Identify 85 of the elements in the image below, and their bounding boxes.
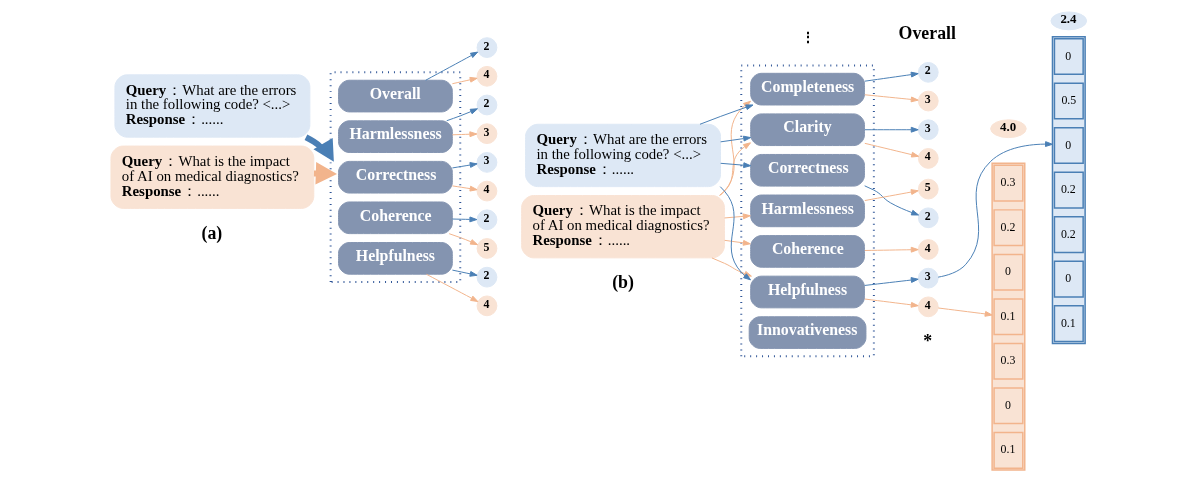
node-box: Correctness (749, 153, 865, 187)
node-ellipse: 4.0 (989, 119, 1027, 139)
node-box: 0.1 (1053, 305, 1084, 343)
arrow (719, 135, 751, 143)
node-circle: 5 (476, 238, 497, 259)
arrow (451, 269, 478, 277)
label: * (922, 330, 932, 351)
node-box: Query：What is the impact of AI on medical diagnostics? Response：...... (520, 195, 725, 259)
cluster (329, 71, 461, 284)
arrow (699, 104, 753, 125)
node-box: 0.3 (992, 342, 1024, 380)
node-box: 0 (992, 387, 1024, 425)
node-circle: 4 (476, 65, 497, 87)
node-circle: 2 (476, 37, 497, 58)
node-box: Coherence (749, 235, 865, 268)
arrow (863, 298, 919, 308)
node-circle: 4 (917, 296, 939, 318)
node-circle: 2 (917, 61, 939, 83)
arrow (863, 71, 919, 82)
node-box: Completeness (749, 72, 865, 106)
node-box: Harmlessness (749, 194, 865, 228)
arrow (863, 185, 919, 216)
arrow (425, 273, 478, 302)
node-circle: 4 (476, 295, 497, 317)
node-circle: 3 (917, 267, 939, 289)
arrow (424, 51, 478, 81)
arrow (451, 216, 477, 223)
label: (b) (611, 272, 634, 293)
arrow (863, 246, 919, 253)
node-box: Clarity (749, 113, 865, 147)
arrow (304, 134, 334, 162)
node-circle: 2 (917, 207, 939, 229)
node-circle: 2 (476, 209, 497, 231)
label: ⋮ (800, 30, 815, 46)
node-box: 0.1 (992, 431, 1024, 469)
node-box: 0.3 (992, 164, 1024, 202)
node-box: 0.2 (1053, 171, 1084, 209)
arrow (863, 277, 919, 286)
arrow (451, 162, 478, 169)
node-box: 0.1 (992, 298, 1024, 336)
arrow (719, 162, 751, 169)
arrow (451, 131, 477, 138)
label: (a) (201, 222, 222, 243)
node-box: 0.2 (992, 209, 1024, 247)
node-box: 0 (1053, 127, 1084, 165)
node-box: Query：What are the errors in the following code? <...> Response：...... (524, 123, 721, 188)
node-box: Innovativeness (748, 316, 866, 349)
node-circle: 3 (476, 123, 497, 145)
arrow (723, 239, 751, 246)
node-circle: 3 (476, 152, 497, 173)
node-box: 0 (992, 253, 1024, 291)
arrow (451, 185, 478, 192)
node-circle: 4 (917, 148, 939, 169)
node-ellipse: 2.4 (1050, 11, 1087, 31)
label: Overall (898, 23, 956, 44)
arrow (718, 142, 751, 196)
node-circle: 3 (917, 119, 939, 141)
node-box: Query：What is the impact of AI on medical diagnostics? Response：...... (109, 145, 314, 209)
node-box: Helpfulness (749, 275, 865, 309)
node-box: 0 (1053, 260, 1084, 298)
node-box: Correctness (337, 160, 453, 194)
node-circle: 5 (917, 178, 939, 200)
node-box: 0 (1053, 37, 1084, 76)
node-box: Overall (337, 79, 453, 113)
node-box: Query：What are the errors in the following code? <...> Response：...... (113, 74, 310, 138)
node-box: 0.2 (1053, 216, 1084, 254)
arrow (863, 142, 919, 158)
arrow (445, 108, 478, 122)
arrow (863, 94, 919, 103)
arrow (451, 76, 478, 85)
node-circle: 4 (476, 180, 497, 202)
node-circle: 2 (476, 94, 497, 116)
arrow (448, 233, 478, 246)
arrow (863, 126, 919, 133)
node-circle: 3 (917, 90, 939, 112)
node-circle: 4 (917, 239, 939, 260)
node-box: Helpfulness (337, 242, 453, 275)
node-box: 0.5 (1053, 82, 1084, 120)
node-circle: 2 (476, 266, 497, 288)
arrow (937, 307, 993, 317)
arrow (723, 213, 751, 220)
node-box: Harmlessness (337, 120, 453, 153)
node-box: Coherence (337, 201, 453, 235)
arrow (863, 189, 919, 202)
arrow (937, 141, 1053, 278)
